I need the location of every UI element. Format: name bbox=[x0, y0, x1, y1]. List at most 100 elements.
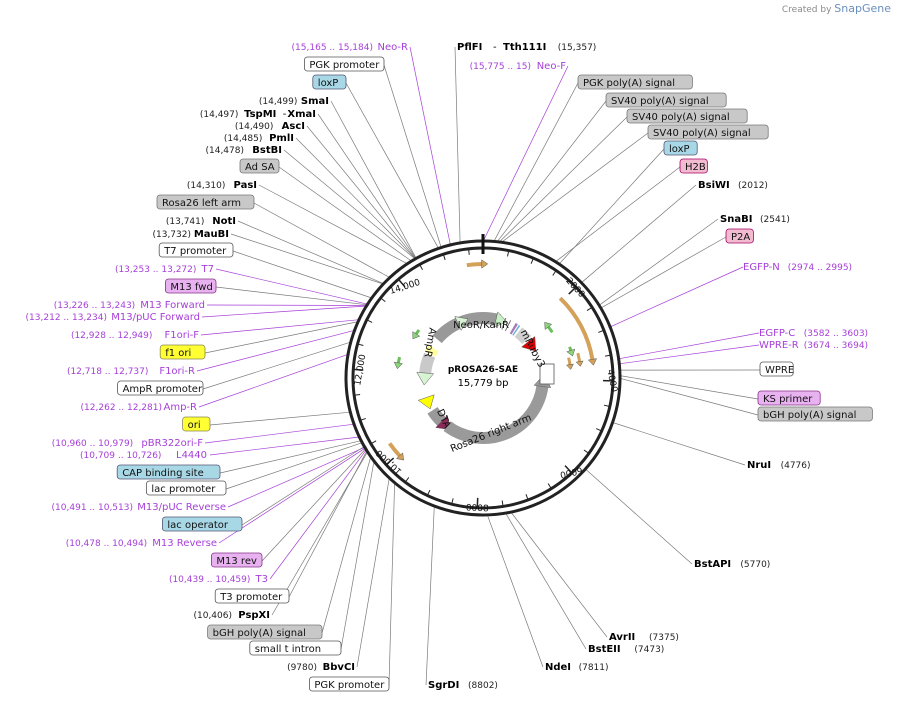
primer-name: M13/pUC Forward bbox=[111, 312, 200, 323]
label-enzyme-59[interactable]: BbvCI(9780) bbox=[287, 662, 355, 673]
primer-position: (15,775 .. 15) bbox=[470, 62, 531, 72]
label-feature-11[interactable]: SV40 poly(A) signal bbox=[648, 125, 768, 139]
enzyme-position: (7375) bbox=[649, 633, 679, 643]
feature-name: lac promoter bbox=[151, 484, 216, 495]
leader-line bbox=[201, 320, 359, 335]
leader-line bbox=[296, 138, 416, 259]
enzyme-position: (14,485) bbox=[224, 134, 263, 144]
label-feature-9[interactable]: SV40 poly(A) signal bbox=[627, 109, 747, 123]
label-feature-15[interactable]: Ad SA bbox=[240, 159, 279, 173]
primer-position: (10,478 .. 10,494) bbox=[66, 539, 147, 549]
leader-line bbox=[226, 443, 362, 489]
leader-line bbox=[499, 117, 627, 242]
label-primer-29[interactable]: M13/pUC Forward (13,212 .. 13,234) bbox=[26, 312, 200, 323]
label-primer-30[interactable]: F1ori-F(12,928 .. 12,949) bbox=[71, 330, 199, 341]
label-feature-49[interactable]: M13 rev bbox=[211, 553, 262, 567]
enzyme-position: (2012) bbox=[738, 181, 768, 191]
plasmid-name: pROSA26-SAE bbox=[448, 365, 518, 375]
primer-position: (12,262 .. 12,281) bbox=[81, 403, 162, 413]
label-feature-16[interactable]: H2B bbox=[680, 159, 707, 173]
label-enzyme-right-58[interactable]: NdeI(7811) bbox=[545, 662, 609, 673]
label-primer-38[interactable]: Amp-R(12,262 .. 12,281) bbox=[81, 402, 197, 413]
label-primer-right-32[interactable]: WPRE-R(3674 .. 3694) bbox=[759, 340, 868, 351]
feature-name: AmpR promoter bbox=[123, 384, 203, 395]
feature-name: SV40 poly(A) signal bbox=[653, 128, 751, 139]
label-primer-51[interactable]: T3(10,439 .. 10,459) bbox=[169, 574, 268, 585]
label-primer-0[interactable]: Neo-R(15,165 .. 15,184) bbox=[292, 42, 408, 53]
label-feature-39[interactable]: bGH poly(A) signal bbox=[758, 407, 872, 421]
label-feature-35[interactable]: WPRE bbox=[760, 362, 794, 376]
label-feature-27[interactable]: M13 fwd bbox=[165, 279, 216, 293]
enzyme-position: (13,732) bbox=[152, 230, 191, 240]
label-feature-37[interactable]: KS primer bbox=[758, 391, 820, 405]
label-primer-right-25[interactable]: EGFP-N(2974 .. 2995) bbox=[743, 262, 852, 273]
label-feature-5[interactable]: loxP bbox=[313, 75, 346, 89]
label-primer-41[interactable]: pBR322ori-F(10,960 .. 10,979) bbox=[52, 438, 203, 449]
label-primer-right-31[interactable]: EGFP-C(3582 .. 3603) bbox=[759, 328, 868, 339]
enzyme-name: BstBI bbox=[252, 145, 282, 156]
label-feature-57[interactable]: small t intron bbox=[250, 641, 341, 655]
label-enzyme-right-43[interactable]: NruI(4776) bbox=[747, 460, 811, 471]
label-primer-28[interactable]: M13 Forward(13,226 .. 13,243) bbox=[54, 300, 205, 311]
enzyme-position: (2541) bbox=[760, 215, 790, 225]
label-enzyme-17[interactable]: PasI(14,310) bbox=[187, 180, 257, 191]
feature-name: H2B bbox=[685, 162, 706, 173]
watermark-prefix: Created by bbox=[782, 5, 832, 15]
label-enzyme-22[interactable]: MauBI(13,732) bbox=[152, 229, 229, 240]
label-feature-19[interactable]: Rosa26 left arm bbox=[157, 195, 254, 209]
label-feature-40[interactable]: ori bbox=[183, 417, 210, 431]
feature-name: WPRE bbox=[765, 365, 794, 376]
label-enzyme-right-21[interactable]: SnaBI(2541) bbox=[720, 214, 790, 225]
label-feature-33[interactable]: f1 ori bbox=[160, 345, 205, 359]
label-feature-52[interactable]: T3 promoter bbox=[215, 589, 289, 603]
feature-name: small t intron bbox=[255, 644, 321, 655]
label-enzyme-1[interactable]: PflFI-Tth111I(15,357) bbox=[457, 42, 596, 53]
label-enzyme-10[interactable]: AscI(14,490) bbox=[235, 121, 305, 132]
primer-position: (13,212 .. 13,234) bbox=[26, 313, 107, 323]
label-feature-36[interactable]: AmpR promoter bbox=[118, 381, 203, 395]
primer-name: EGFP-C bbox=[759, 328, 795, 339]
label-primer-46[interactable]: M13/pUC Reverse(10,491 .. 10,513) bbox=[52, 502, 226, 513]
label-primer-2[interactable]: Neo-F(15,775 .. 15) bbox=[470, 61, 567, 72]
feature-name: f1 ori bbox=[165, 348, 191, 359]
label-feature-54[interactable]: bGH poly(A) signal bbox=[208, 625, 322, 639]
label-feature-44[interactable]: CAP binding site bbox=[117, 465, 220, 479]
leader-line bbox=[231, 234, 383, 284]
leader-line bbox=[494, 83, 578, 241]
label-feature-6[interactable]: SV40 poly(A) signal bbox=[606, 93, 726, 107]
leader-line bbox=[620, 378, 758, 415]
label-enzyme-right-55[interactable]: AvrII(7375) bbox=[609, 632, 679, 643]
label-enzyme-right-50[interactable]: BstAPI(5770) bbox=[694, 559, 770, 570]
label-feature-23[interactable]: P2A bbox=[726, 229, 753, 243]
label-feature-47[interactable]: lac operator bbox=[162, 517, 242, 531]
label-feature-24[interactable]: T7 promoter bbox=[159, 243, 233, 257]
primer-position: (2974 .. 2995) bbox=[788, 263, 852, 273]
enzyme-name: BstEII bbox=[588, 644, 621, 655]
label-enzyme-20[interactable]: NotI(13,741) bbox=[166, 216, 236, 227]
primer-arrow-4 bbox=[569, 358, 570, 365]
leader-line bbox=[259, 185, 407, 264]
leader-line bbox=[455, 47, 460, 243]
label-enzyme-right-18[interactable]: BsiWI(2012) bbox=[698, 180, 768, 191]
label-feature-4[interactable]: PGK poly(A) signal bbox=[578, 75, 692, 89]
label-enzyme-12[interactable]: PmlI(14,485) bbox=[224, 133, 294, 144]
leader-line bbox=[322, 457, 371, 633]
label-enzyme-right-61[interactable]: SgrDI(8802) bbox=[428, 680, 498, 691]
label-enzyme-53[interactable]: PspXI(10,406) bbox=[193, 610, 270, 621]
enzyme-position: (7811) bbox=[579, 663, 609, 673]
label-enzyme-right-56[interactable]: BstEII(7473) bbox=[588, 644, 664, 655]
label-enzyme-7[interactable]: SmaI(14,499) bbox=[259, 96, 329, 107]
label-primer-42[interactable]: (10,709 .. 10,726)L4440 bbox=[80, 450, 207, 461]
label-feature-45[interactable]: lac promoter bbox=[146, 481, 226, 495]
label-enzyme-13[interactable]: BstBI(14,478) bbox=[205, 145, 282, 156]
enzyme-name: MauBI bbox=[194, 229, 229, 240]
label-primer-48[interactable]: M13 Reverse(10,478 .. 10,494) bbox=[66, 538, 217, 549]
loxp-band bbox=[516, 330, 517, 331]
label-feature-14[interactable]: loxP bbox=[664, 141, 697, 155]
label-enzyme-8[interactable]: XmaI-TspMI(14,497) bbox=[200, 109, 316, 120]
label-feature-3[interactable]: PGK promoter bbox=[304, 57, 384, 71]
label-feature-60[interactable]: PGK promoter bbox=[309, 677, 389, 691]
label-primer-26[interactable]: T7(13,253 .. 13,272) bbox=[115, 264, 214, 275]
feature-name: CAP binding site bbox=[122, 468, 204, 479]
label-primer-34[interactable]: F1ori-R(12,718 .. 12,737) bbox=[67, 366, 195, 377]
